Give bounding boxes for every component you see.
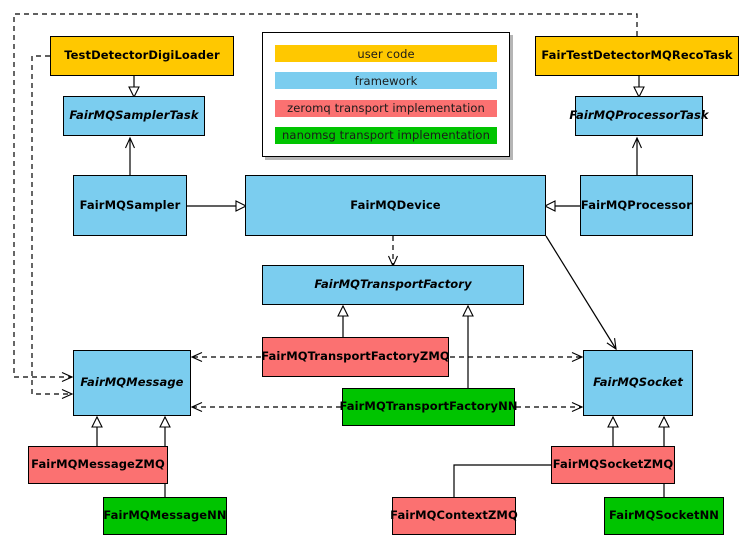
class-node-fairmqprocessor[interactable]: FairMQProcessor xyxy=(580,175,693,236)
class-node-label: FairMQTransportFactoryNN xyxy=(339,399,518,414)
class-node-label: TestDetectorDigiLoader xyxy=(64,48,220,63)
class-node-fairmqsocketnn[interactable]: FairMQSocketNN xyxy=(604,497,724,535)
legend-row-user-code: user code xyxy=(275,45,497,63)
class-node-fairmqdevice[interactable]: FairMQDevice xyxy=(245,175,546,236)
class-node-label: FairMQMessage xyxy=(80,375,184,390)
class-node-fairmqcontextzmq[interactable]: FairMQContextZMQ xyxy=(390,497,518,535)
class-node-label: FairMQMessageNN xyxy=(103,508,227,523)
class-node-label: FairMQSocket xyxy=(593,375,683,390)
legend-label: framework xyxy=(354,73,418,88)
class-node-label: FairMQMessageZMQ xyxy=(31,457,165,472)
edge-contextzmq-socketzmq xyxy=(453,459,566,497)
class-node-fairmqsampler[interactable]: FairMQSampler xyxy=(73,175,187,236)
class-node-fairmqtransportfactory[interactable]: FairMQTransportFactory xyxy=(262,265,524,305)
legend-label: user code xyxy=(357,46,415,61)
class-node-fairmqtransportfactorynn[interactable]: FairMQTransportFactoryNN xyxy=(339,388,518,426)
class-node-label: FairMQSampler xyxy=(79,197,181,212)
class-node-label: FairMQProcessorTask xyxy=(569,108,709,123)
class-node-fairmqmessage[interactable]: FairMQMessage xyxy=(73,350,191,416)
class-node-fairmqsocket[interactable]: FairMQSocket xyxy=(583,350,693,416)
class-node-label: FairMQSamplerTask xyxy=(69,108,199,123)
legend-row-nanomsg: nanomsg transport implementation xyxy=(275,126,497,144)
edge-device-socket xyxy=(545,235,617,351)
class-node-fairmqmessagenn[interactable]: FairMQMessageNN xyxy=(103,497,227,535)
class-node-label: FairMQTransportFactoryZMQ xyxy=(261,349,450,364)
color-legend: user code framework zeromq transport imple… xyxy=(262,32,510,157)
class-node-fairmqsamplertask[interactable]: FairMQSamplerTask xyxy=(63,96,205,136)
class-node-label: FairTestDetectorMQRecoTask xyxy=(541,48,733,63)
legend-row-framework: framework xyxy=(275,72,497,90)
class-node-label: FairMQDevice xyxy=(350,197,441,212)
class-node-label: FairMQTransportFactory xyxy=(314,277,472,292)
class-node-label: FairMQProcessor xyxy=(580,197,693,212)
class-node-fairmqsocketzmq[interactable]: FairMQSocketZMQ xyxy=(551,446,675,484)
class-node-fairmqmessagezmq[interactable]: FairMQMessageZMQ xyxy=(28,446,168,484)
class-node-label: FairMQSocketZMQ xyxy=(552,457,674,472)
class-node-fairmqprocessortask[interactable]: FairMQProcessorTask xyxy=(569,96,709,136)
legend-label: nanomsg transport implementation xyxy=(282,128,490,143)
class-node-label: FairMQSocketNN xyxy=(608,508,720,523)
class-node-fairmqtransportfactoryzmq[interactable]: FairMQTransportFactoryZMQ xyxy=(261,337,450,377)
class-node-label: FairMQContextZMQ xyxy=(390,508,518,523)
legend-row-zeromq: zeromq transport implementation xyxy=(275,99,497,117)
class-node-fairtestdetectormqrecotask[interactable]: FairTestDetectorMQRecoTask xyxy=(535,36,739,76)
legend-label: zeromq transport implementation xyxy=(287,101,485,116)
class-node-testdetectordigiloader[interactable]: TestDetectorDigiLoader xyxy=(50,36,234,76)
